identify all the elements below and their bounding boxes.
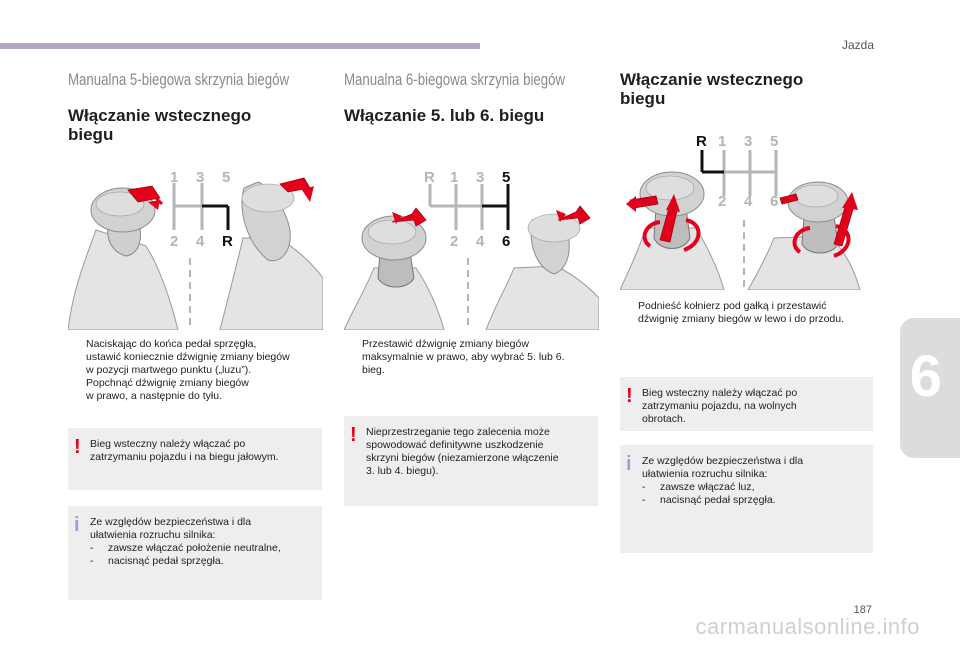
illustration-6-speed-5th-6th: R 1 3 5 2 4 6 <box>344 169 599 330</box>
bullet-icon <box>344 338 362 377</box>
illustration-5-speed-reverse: 1 3 5 2 4 R <box>68 169 323 330</box>
gear-label: 5 <box>222 169 230 186</box>
warning-line: Bieg wsteczny należy włączać po <box>642 387 798 399</box>
section-title-6-speed: Manualna 6-biegowa skrzynia biegów <box>344 70 566 89</box>
info-box: i Ze względów bezpieczeństwa i dla ułatw… <box>68 506 322 600</box>
info-line: ułatwienia rozruchu silnika: <box>642 468 768 480</box>
bullet-line: Podnieść kołnierz pod gałką i przestawić <box>638 300 827 312</box>
warning-line: skrzyni biegów (niezamierzone włączenie <box>366 452 559 464</box>
warning-box: ! Bieg wsteczny należy włączać po zatrzy… <box>620 377 873 431</box>
heading-line: Włączanie wstecznego <box>620 70 804 89</box>
gear-label: R <box>696 133 707 150</box>
gear-label: 4 <box>476 233 485 250</box>
info-icon: i <box>74 514 80 536</box>
gear-label: 1 <box>170 169 178 186</box>
info-box: i Ze względów bezpieczeństwa i dla ułatw… <box>620 445 873 553</box>
list-item: Naciskając do końca pedał sprzęgła,ustaw… <box>68 338 328 377</box>
info-line: Ze względów bezpieczeństwa i dla <box>642 455 804 467</box>
warning-line: 3. lub 4. biegu). <box>366 465 439 477</box>
heading-5th-6th-gear: Włączanie 5. lub 6. biegu <box>344 106 545 125</box>
heading-line: biegu <box>68 125 114 144</box>
warning-box: ! Nieprzestrzeganie tego zalecenia może … <box>344 416 598 506</box>
info-line: zawsze włączać luz, <box>660 481 755 493</box>
warning-box: ! Bieg wsteczny należy włączać po zatrzy… <box>68 428 322 490</box>
gear-label: 3 <box>476 169 484 186</box>
bullet-list: Podnieść kołnierz pod gałką i przestawić… <box>620 300 882 326</box>
list-item: - nacisnąć pedał sprzęgła. <box>90 555 314 568</box>
warning-line: Bieg wsteczny należy włączać po <box>90 438 246 450</box>
gear-label: R <box>222 233 233 250</box>
gear-label: 5 <box>502 169 510 186</box>
gear-label: 6 <box>502 233 510 250</box>
gear-label: 2 <box>450 233 458 250</box>
gear-label: 2 <box>718 193 726 210</box>
bullet-list: Naciskając do końca pedał sprzęgła,ustaw… <box>68 338 328 403</box>
warning-line: Nieprzestrzeganie tego zalecenia może <box>366 426 550 438</box>
gear-label: 1 <box>718 133 726 150</box>
heading-reverse-6-speed: Włączanie wstecznego biegu <box>620 70 803 108</box>
gear-label: 2 <box>170 233 178 250</box>
bullet-line: w pozycji martwego punktu („luzu”). <box>86 364 252 376</box>
warning-icon: ! <box>350 424 357 446</box>
info-line: ułatwienia rozruchu silnika: <box>90 529 216 541</box>
warning-line: obrotach. <box>642 413 686 425</box>
bullet-line: bieg. <box>362 364 385 376</box>
gear-label: 5 <box>770 133 778 150</box>
gear-label: R <box>424 169 435 186</box>
dash-icon: - <box>90 555 94 567</box>
chapter-number: 6 <box>909 344 942 409</box>
info-line: nacisnąć pedał sprzęgła. <box>108 555 224 567</box>
section-title-5-speed: Manualna 5-biegowa skrzynia biegów <box>68 70 290 89</box>
warning-icon: ! <box>74 436 81 458</box>
dash-icon: - <box>642 481 646 493</box>
bullet-line: maksymalnie w prawo, aby wybrać 5. lub 6… <box>362 351 565 363</box>
heading-line: biegu <box>620 89 666 108</box>
warning-line: zatrzymaniu pojazdu, na wolnych <box>642 400 797 412</box>
info-line: zawsze włączać położenie neutralne, <box>108 542 281 554</box>
bullet-line: Popchnąć dźwignię zmiany biegów <box>86 377 249 389</box>
info-line: nacisnąć pedał sprzęgła. <box>660 494 776 506</box>
heading-line: Włączanie wstecznego <box>68 106 252 125</box>
bullet-icon <box>620 300 638 326</box>
chapter-tab <box>900 318 960 458</box>
watermark: carmanualsonline.info <box>695 614 920 639</box>
gear-label: 1 <box>450 169 458 186</box>
dash-icon: - <box>90 542 94 554</box>
list-item: Podnieść kołnierz pod gałką i przestawić… <box>620 300 882 326</box>
warning-line: spowodować definitywne uszkodzenie <box>366 439 544 451</box>
heading-reverse-5-speed: Włączanie wstecznego biegu <box>68 106 251 144</box>
bullet-line: Naciskając do końca pedał sprzęgła, <box>86 338 257 350</box>
gear-label: 3 <box>196 169 204 186</box>
gear-label: 4 <box>744 193 753 210</box>
list-item: - zawsze włączać luz, <box>642 481 865 494</box>
bullet-line: w prawo, a następnie do tyłu. <box>86 390 222 402</box>
info-icon: i <box>626 453 632 475</box>
illustration-6-speed-reverse: R 1 3 5 2 4 6 <box>620 133 861 290</box>
warning-line: zatrzymaniu pojazdu i na biegu jałowym. <box>90 451 279 463</box>
chapter-name: Jazda <box>841 38 874 52</box>
header-accent-bar <box>0 43 480 49</box>
gear-label: 3 <box>744 133 752 150</box>
gear-label: 4 <box>196 233 205 250</box>
info-line: Ze względów bezpieczeństwa i dla <box>90 516 252 528</box>
bullet-line: dźwignię zmiany biegów w lewo i do przod… <box>638 313 845 325</box>
page-number: 187 <box>853 604 872 616</box>
list-item: - zawsze włączać położenie neutralne, <box>90 542 314 555</box>
dash-icon: - <box>642 494 646 506</box>
list-item: - nacisnąć pedał sprzęgła. <box>642 494 865 507</box>
bullet-icon <box>68 377 86 403</box>
bullet-line: Przestawić dźwignię zmiany biegów <box>362 338 529 350</box>
gear-label: 6 <box>770 193 778 210</box>
bullet-line: ustawić koniecznie dźwignię zmiany biegó… <box>86 351 290 363</box>
bullet-icon <box>68 338 86 377</box>
warning-icon: ! <box>626 385 633 407</box>
